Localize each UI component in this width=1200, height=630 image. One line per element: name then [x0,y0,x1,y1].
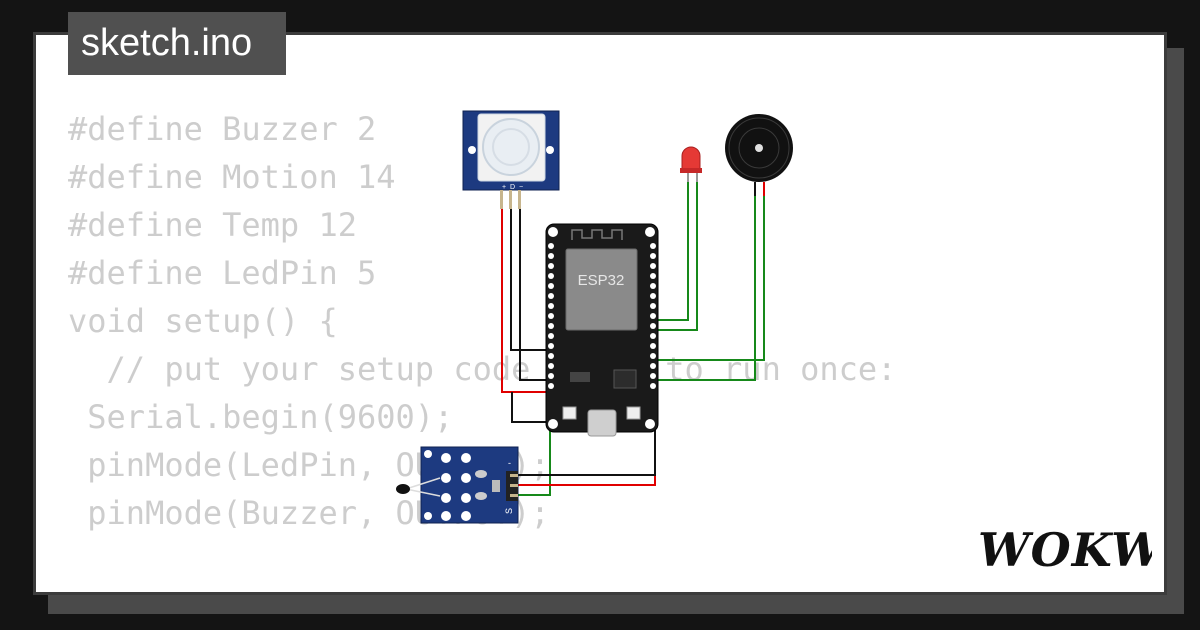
pir-motion-sensor[interactable]: + D − [462,110,560,209]
esp32-label: ESP32 [578,272,625,289]
red-led[interactable] [680,146,702,182]
code-line: Serial.begin(9600); [68,398,454,436]
code-line: #define Buzzer 2 [68,110,377,148]
temperature-sensor-module[interactable]: - S [396,446,519,524]
code-editor: #define Buzzer 2 #define Motion 14 #define… [68,105,896,537]
esp32-board[interactable]: ESP32 [545,223,659,437]
esp32-pins-right [650,243,656,389]
esp32-pins-left [548,243,554,389]
pir-pin-label: + [502,184,506,191]
code-line: void setup() { [68,302,338,340]
sketch-filename-tab[interactable]: sketch.ino [68,12,286,75]
wokwi-logo-text: WOKWi [978,524,1152,576]
temp-pin-label: S [504,508,514,514]
buzzer[interactable] [725,114,793,196]
pir-pin-label: D [510,184,515,191]
code-line: #define Motion 14 [68,158,396,196]
pir-pin-label: − [519,184,523,191]
code-line: #define Temp 12 [68,206,357,244]
wokwi-logo: WOKWi [978,524,1152,576]
code-line: #define LedPin 5 [68,254,377,292]
temp-pin-label: - [508,458,511,468]
